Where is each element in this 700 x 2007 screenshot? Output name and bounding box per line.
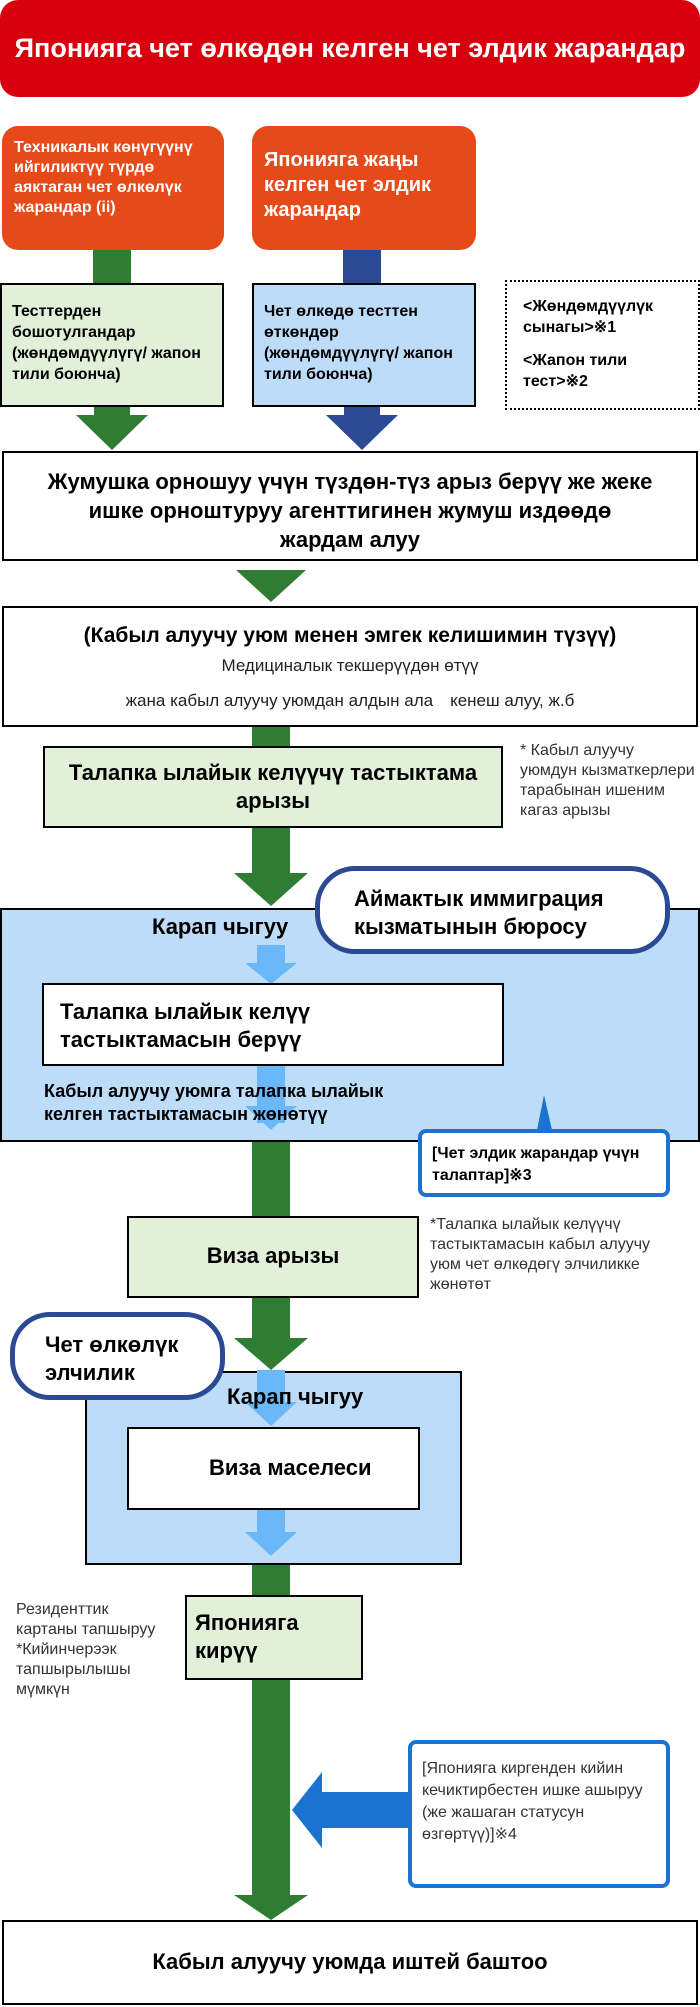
requirements-pointer: [537, 1095, 552, 1130]
coe-send-text: Кабыл алуучу уюмга талапка ылайык келген…: [44, 1081, 384, 1124]
visa-issue-box: Виза маселеси: [127, 1427, 420, 1510]
navy-connector: [343, 250, 381, 285]
coe-application-note: * Кабыл алуучу уюмдун кызматкерлери тара…: [520, 742, 695, 819]
immigration-bureau-name: Аймактык иммиграция кызматынын бюросу: [354, 886, 604, 939]
requirements-text: [Чет элдик жарандар үчүн талаптар]※3: [432, 1145, 640, 1184]
final-box: Кабыл алуучу уюмда иштей баштоо: [2, 1920, 698, 2005]
coe-application-label: Талапка ылайык келүүчү тастыктама арызы: [68, 760, 478, 813]
contract-title: (Кабыл алуучу уюм менен эмгек келишимин …: [83, 624, 617, 647]
entry-box: Японияга кирүү: [185, 1595, 363, 1680]
tests-note-box: <Жөндөмдүүлүк сынагы>※1 <Жапон тили тест…: [505, 280, 700, 410]
embassy-name: Чет өлкөлүк элчилик: [45, 1332, 179, 1385]
navy-arrowhead: [326, 415, 398, 450]
coe-issue-box: Талапка ылайык келүү тастыктамасын берүү: [42, 983, 504, 1066]
visa-application-note: *Талапка ылайык келүүчү тастыктамасын ка…: [430, 1216, 651, 1293]
category-new-arrivals: Японияга жаңы келген чет элдик жарандар: [252, 126, 476, 250]
contract-line1: Медициналык текшерүүдөн өтүү: [221, 656, 479, 675]
exempt-text: Тесттерден бошотулгандар (жөндөмдүүлүгү/…: [12, 303, 201, 383]
visa-application-box: Виза арызы: [127, 1216, 419, 1298]
change-status-callout: [Японияга киргенден кийин кечиктирбестен…: [408, 1740, 670, 1888]
coe-application-box: Талапка ылайык келүүчү тастыктама арызы: [43, 746, 503, 828]
japanese-test-label: <Жапон тили тест>※2: [523, 352, 628, 390]
passed-test-box: Чет өлкөдө тесттен өткөндөр (жөндөмдүүлү…: [252, 283, 476, 407]
contract-box: (Кабыл алуучу уюм менен эмгек келишимин …: [2, 606, 698, 727]
immigration-review-label: Карап чыгуу: [152, 914, 289, 939]
visa-application-label: Виза арызы: [206, 1243, 340, 1268]
green-arrowhead: [76, 415, 148, 450]
green-arrowhead: [234, 873, 308, 906]
change-status-text: [Японияга киргенден кийин кечиктирбестен…: [422, 1760, 643, 1843]
embassy-review-label: Карап чыгуу: [227, 1384, 364, 1409]
green-arrowhead: [234, 1895, 308, 1920]
visa-issue-label: Виза маселеси: [209, 1455, 372, 1480]
blue-arrowhead: [292, 1772, 322, 1848]
job-search-box: Жумушка орношуу үчүн түздөн-түз арыз бер…: [2, 451, 698, 561]
category-trainees-label: Техникалык көнүгүүнү ийгиликтүү түрдө ая…: [14, 139, 193, 216]
coe-issue-label: Талапка ылайык келүү тастыктамасын берүү: [60, 999, 311, 1052]
embassy-pill: Чет өлкөлүк элчилик: [10, 1312, 225, 1400]
page-title: Японияга чет өлкөдөн келген чет элдик жа…: [0, 0, 700, 97]
job-search-text: Жумушка орношуу үчүн түздөн-түз арыз бер…: [47, 469, 653, 552]
green-arrowhead: [234, 1338, 308, 1370]
skill-test-label: <Жөндөмдүүлүк сынагы>※1: [523, 298, 654, 336]
entry-note: Резиденттик картаны тапшыруу *Кийинчерээ…: [16, 1601, 156, 1698]
entry-label: Японияга кирүү: [195, 1610, 299, 1663]
green-arrowhead: [236, 570, 306, 602]
requirements-callout: [Чет элдик жарандар үчүн талаптар]※3: [418, 1129, 670, 1197]
immigration-bureau-pill: Аймактык иммиграция кызматынын бюросу: [315, 866, 670, 954]
exempt-box: Тесттерден бошотулгандар (жөндөмдүүлүгү/…: [0, 283, 224, 407]
category-trainees: Техникалык көнүгүүнү ийгиликтүү түрдө ая…: [2, 126, 224, 250]
final-label: Кабыл алуучу уюмда иштей баштоо: [152, 1949, 548, 1974]
category-new-arrivals-label: Японияга жаңы келген чет элдик жарандар: [264, 149, 432, 221]
contract-line2: жана кабыл алуучу уюмдан алдын ала кенеш…: [125, 691, 575, 710]
passed-test-text: Чет өлкөдө тесттен өткөндөр (жөндөмдүүлү…: [264, 303, 469, 383]
green-connector: [93, 250, 131, 285]
